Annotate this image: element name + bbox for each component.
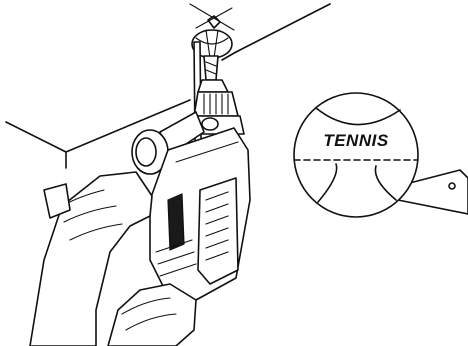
drill-bit xyxy=(204,56,218,80)
drill-point-marker xyxy=(190,4,234,30)
ball-label-text: TENNIS xyxy=(323,131,389,150)
magnified-tennis-ball: TENNIS xyxy=(294,93,468,217)
